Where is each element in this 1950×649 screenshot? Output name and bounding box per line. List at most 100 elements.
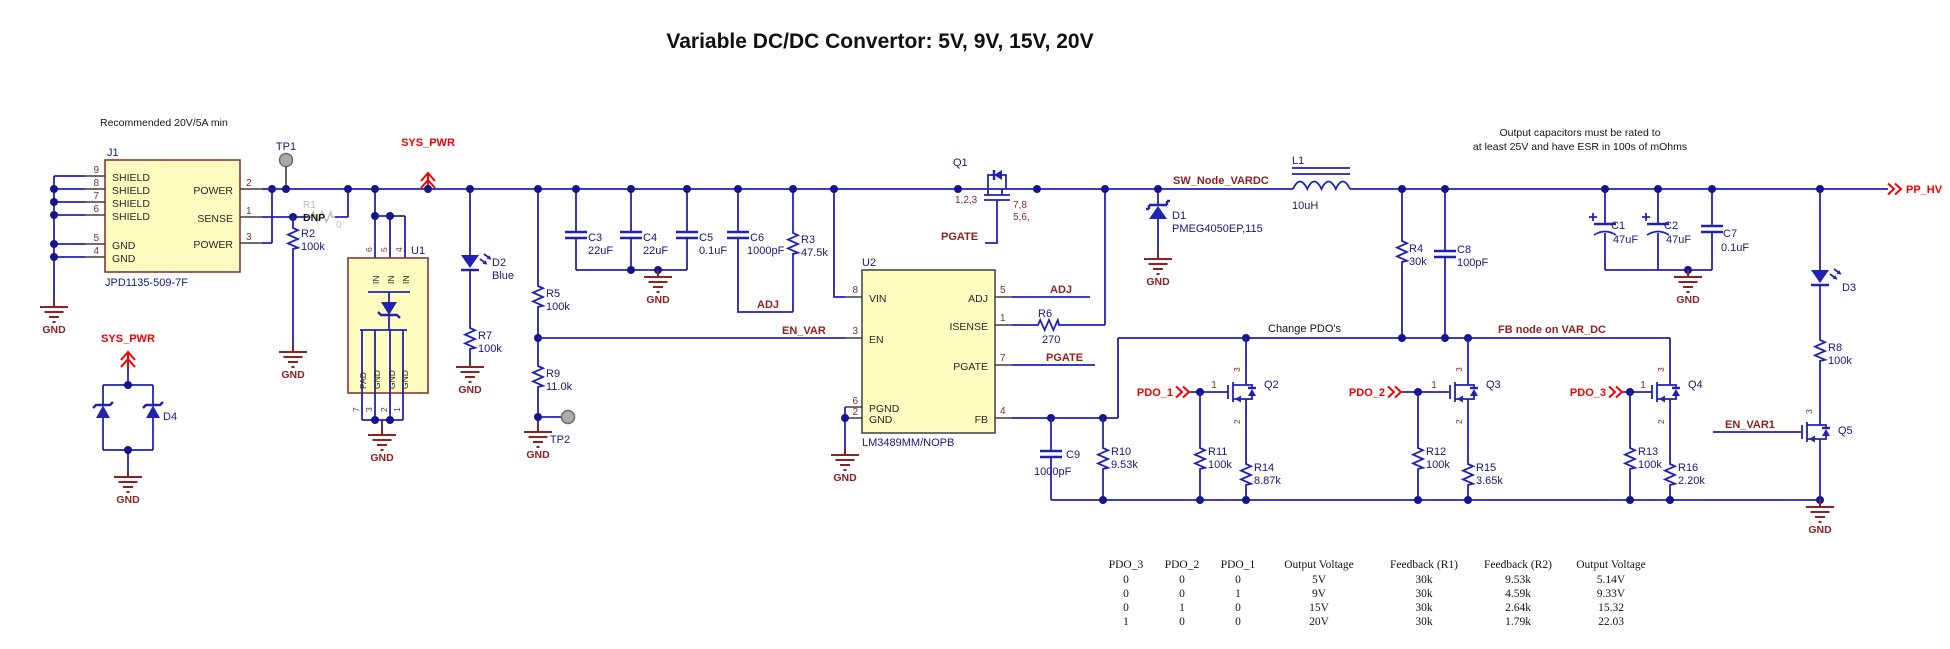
c9-value: 1000pF	[1034, 466, 1072, 478]
feedback-r4-c8: R4 30k C8 100pF	[1396, 185, 1488, 338]
resistor-r7	[464, 324, 476, 353]
table-cell: 9.33V	[1597, 588, 1626, 600]
table-cell: 30k	[1415, 602, 1433, 614]
notes: Recommended 20V/5A min Output capacitors…	[100, 117, 1687, 153]
r12-value: 100k	[1426, 459, 1450, 471]
en-var-net-label: EN_VAR	[782, 325, 826, 337]
q1-drain-pins-1: 7,8	[1013, 200, 1027, 211]
r15-ref: R15	[1476, 462, 1496, 474]
c6-ref: C6	[750, 232, 764, 244]
j1-pin5-name: GND	[112, 240, 136, 252]
resistor-r13	[1624, 444, 1636, 473]
pdo1-port-icon	[1175, 385, 1190, 399]
led-d2-icon	[459, 252, 493, 272]
j1-part: JPD1135-509-7F	[105, 277, 188, 289]
u1-pin5-name: IN	[386, 276, 396, 285]
table-cell: 0	[1235, 602, 1241, 614]
r7-ref: R7	[478, 330, 492, 342]
r6-value: 270	[1042, 334, 1060, 346]
c1-ref: C1	[1611, 220, 1625, 232]
cap-c9	[1038, 449, 1064, 459]
gnd-label: GND	[833, 472, 857, 484]
c2-value: 47uF	[1666, 234, 1691, 246]
gnd-symbol	[1673, 269, 1703, 293]
pdo2-port-icon	[1387, 385, 1402, 399]
output-port: PP_HV	[1887, 182, 1943, 196]
en-var1-net-label: EN_VAR1	[1725, 419, 1775, 431]
u1-pin3-num: 3	[364, 407, 374, 412]
gnd-symbol	[39, 299, 69, 323]
u2-isense-name: ISENSE	[949, 321, 988, 333]
power-flag-icon-2	[120, 351, 136, 369]
table-cell: 9.53k	[1505, 574, 1531, 586]
u2-gnd-num: 2	[852, 407, 858, 418]
j1-pin8-name: SHIELD	[112, 185, 150, 197]
resistor-r11	[1194, 444, 1206, 473]
cap-c5	[674, 230, 700, 240]
gnd-symbol	[113, 469, 143, 493]
u2-ref: U2	[862, 257, 876, 269]
q3-drain-num: 3	[1454, 367, 1464, 372]
r13-value: 100k	[1638, 459, 1662, 471]
gnd-symbol	[367, 427, 397, 451]
u2-pgnd-num: 6	[852, 396, 858, 407]
c3-value: 22uF	[588, 245, 613, 257]
q4-drain-num: 3	[1656, 367, 1666, 372]
table-cell: 0	[1123, 588, 1129, 600]
gnd-label: GND	[116, 494, 140, 506]
r12-ref: R12	[1426, 446, 1446, 458]
table-cell: 1	[1235, 588, 1241, 600]
table-cell: 0	[1235, 616, 1241, 628]
gnd-symbol	[1805, 499, 1835, 523]
u1-ref: U1	[411, 245, 425, 257]
cap-c6	[725, 230, 751, 240]
u2-pgate-num: 7	[1000, 353, 1006, 364]
gnd-symbol	[1143, 251, 1173, 275]
r8-ref: R8	[1828, 342, 1842, 354]
c5-ref: C5	[699, 232, 713, 244]
u1-gnd3-name: GND	[400, 370, 410, 389]
c4-value: 22uF	[643, 245, 668, 257]
gnd-symbol	[523, 424, 553, 448]
gnd-label: GND	[1808, 524, 1832, 536]
table-cell: 0	[1179, 588, 1185, 600]
j1-pin4-name: GND	[112, 253, 136, 265]
u2-gnd-name: GND	[869, 414, 893, 426]
r3-ref: R3	[801, 234, 815, 246]
resistor-r2	[287, 224, 299, 253]
r16-value: 2.20k	[1678, 475, 1705, 487]
c7-ref: C7	[1723, 228, 1737, 240]
gnd-label: GND	[281, 369, 305, 381]
r1-ref: R1	[303, 200, 316, 211]
pp-hv-port-icon	[1887, 182, 1902, 196]
j1-pin2-num: 2	[246, 178, 252, 189]
u2-vin-num: 8	[852, 285, 858, 296]
input-caps: C3 22uF C4 22uF C5 0.1uF GND C6 1000pF R…	[563, 185, 828, 313]
j1-pin6-name: SHIELD	[112, 211, 150, 223]
regulator-u2: U2 LM3489MM/NOPB 8 VIN EN_VAR 3 EN 6 PGN…	[538, 185, 1119, 484]
testpoint-tp1: TP1	[276, 141, 296, 193]
cap-c3	[563, 230, 589, 240]
u2-en-name: EN	[869, 334, 884, 346]
j1-pin2-name: POWER	[193, 185, 233, 197]
j1-pin3-name: POWER	[193, 239, 233, 251]
table-cell: 15.32	[1598, 602, 1624, 614]
fb-network: C9 1000pF R10 9.53k	[1034, 414, 1824, 504]
table-cell: 30k	[1415, 588, 1433, 600]
table-header: Feedback (R1)	[1390, 559, 1458, 571]
pdo1-port-label: PDO_1	[1137, 387, 1173, 399]
q2-drain-num: 3	[1232, 367, 1242, 372]
j1-pin7-num: 7	[93, 191, 99, 202]
j1-ref: J1	[107, 147, 119, 159]
resistor-r3	[787, 229, 799, 258]
u2-pgate-name: PGATE	[953, 361, 988, 373]
gnd-symbol	[455, 359, 485, 383]
table-cell: 20V	[1309, 616, 1330, 628]
tp1-pad	[278, 152, 294, 168]
u1-pin4-num: 4	[394, 247, 404, 252]
u1-pin2-num: 2	[379, 407, 389, 412]
pdo3-port-label: PDO_3	[1570, 387, 1606, 399]
j1-pin4-num: 4	[93, 246, 99, 257]
resistor-r8	[1814, 336, 1826, 365]
